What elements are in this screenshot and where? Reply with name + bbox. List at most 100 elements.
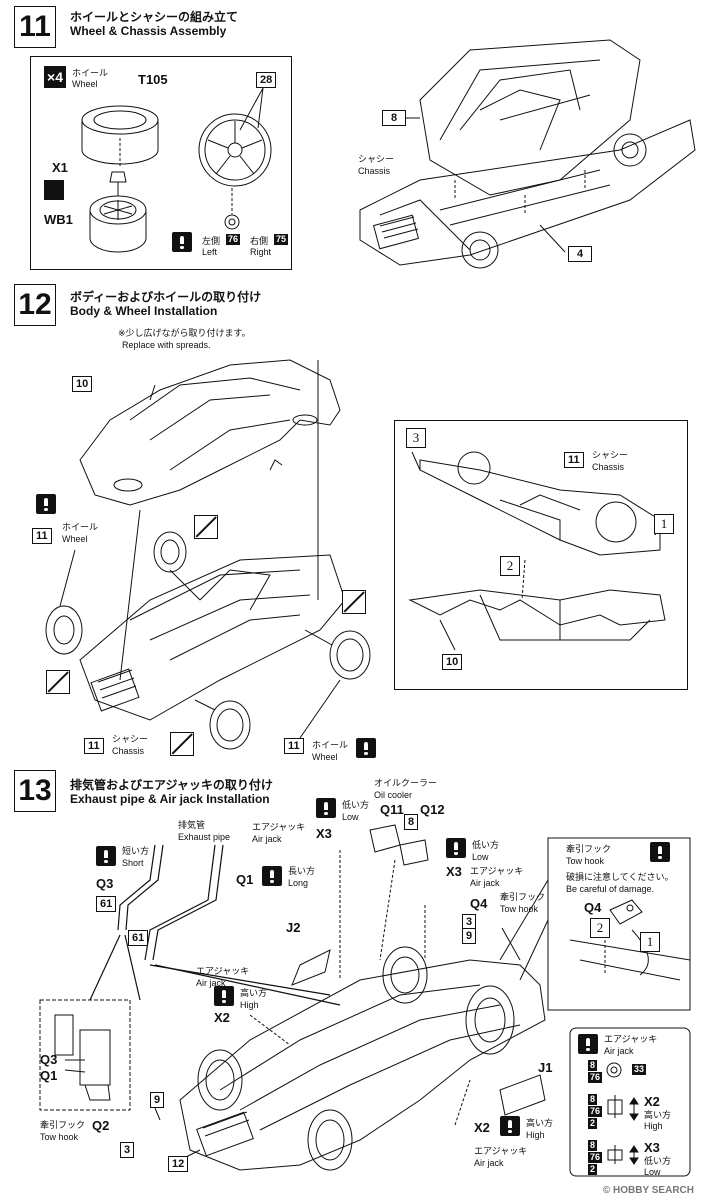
step-number-11: 11	[14, 6, 56, 48]
low-label-jp-1: 低い方	[342, 800, 370, 810]
part-q1: Q1	[236, 872, 254, 887]
wheel-label-jp: ホイール	[72, 68, 109, 78]
towhook-label-en-2: Tow hook	[40, 1132, 79, 1142]
legend-tag-76-a: 76	[588, 1072, 603, 1083]
oilcooler-label-en: Oil cooler	[374, 790, 413, 800]
step-marker-3: 3	[406, 428, 426, 448]
towhook-label-en: Tow hook	[500, 904, 539, 914]
part-q1-inset: Q1	[40, 1068, 58, 1083]
inset-marker-1: 1	[640, 932, 660, 952]
paint-icon-short	[96, 846, 116, 866]
legend-high-en: High	[644, 1121, 663, 1131]
chassis-label-jp-12: シャシー	[112, 734, 149, 744]
spread-note-en: Replace with spreads.	[122, 340, 211, 350]
part-q3-inset: Q3	[40, 1052, 58, 1067]
inset-marker-2: 2	[590, 918, 610, 938]
part-q4-inset: Q4	[584, 900, 602, 915]
low-label-en-2: Low	[472, 852, 489, 862]
legend-airjack-jp: エアジャッキ	[604, 1034, 658, 1044]
towhook-label-jp-2: 牽引フック	[40, 1120, 86, 1130]
part-q12: Q12	[420, 802, 445, 817]
paint-icon-airjack	[578, 1034, 598, 1054]
body-inset-box	[394, 420, 688, 690]
part-q11: Q11	[380, 802, 404, 817]
wheel-label-jp-12: ホイール	[62, 522, 99, 532]
legend-tag-76-c: 76	[588, 1152, 603, 1163]
tag-11-wheel-left: 11	[32, 528, 52, 544]
airjack-label-en-1: Air jack	[252, 834, 282, 844]
wheel-label-en-12b: Wheel	[312, 752, 338, 762]
paint-icon-high-1	[214, 986, 234, 1006]
part-x1: X1	[52, 160, 68, 175]
step-12-title-en: Body & Wheel Installation	[70, 304, 218, 318]
step-13-title-jp: 排気管およびエアジャッキの取り付け	[70, 778, 273, 792]
tag-9-q4: 9	[462, 928, 477, 944]
tag-28: 28	[256, 72, 277, 88]
inset-tag-10: 10	[442, 654, 463, 670]
damage-warning-jp: 破損に注意してください。	[566, 872, 674, 882]
legend-tag-76-b: 76	[588, 1106, 603, 1117]
wheel-subassembly-box	[30, 56, 292, 270]
legend-low-en: Low	[644, 1167, 661, 1177]
wheel-label-en: Wheel	[72, 79, 98, 89]
legend-x3: X3	[644, 1140, 660, 1155]
low-label-en-1: Low	[342, 812, 359, 822]
no-glue-icon-1	[194, 515, 218, 539]
short-label-en: Short	[122, 858, 144, 868]
tag-12: 12	[168, 1156, 189, 1172]
inset-chassis-en: Chassis	[592, 462, 625, 472]
part-q3: Q3	[96, 876, 114, 891]
chassis-label-jp: シャシー	[358, 154, 395, 164]
paint-icon-long	[262, 866, 282, 886]
legend-tag-8-a: 8	[588, 1060, 598, 1071]
part-j1: J1	[538, 1060, 553, 1075]
high-label-jp-1: 高い方	[240, 988, 268, 998]
step-number-12: 12	[14, 284, 56, 326]
left-label-en: Left	[202, 247, 218, 257]
left-label-jp: 左側	[202, 236, 221, 246]
step-marker-2: 2	[500, 556, 520, 576]
part-x2-1: X2	[214, 1010, 230, 1025]
part-x3-1: X3	[316, 826, 332, 841]
legend-tag-8-c: 8	[588, 1140, 598, 1151]
airjack-label-jp-1: エアジャッキ	[252, 822, 306, 832]
chassis-label-en: Chassis	[358, 166, 391, 176]
legend-airjack-en: Air jack	[604, 1046, 634, 1056]
airjack-label-jp-2: エアジャッキ	[470, 866, 524, 876]
watermark: © HOBBY SEARCH	[602, 1185, 694, 1196]
inset-towhook-en: Tow hook	[566, 856, 605, 866]
part-q2: Q2	[92, 1118, 110, 1133]
tag-11-chassis: 11	[84, 738, 104, 754]
airjack-label-en-2: Air jack	[470, 878, 500, 888]
tag-11-wheel-right: 11	[284, 738, 304, 754]
legend-tag-2-c: 2	[588, 1164, 598, 1175]
low-label-jp-2: 低い方	[472, 840, 500, 850]
part-x2-2: X2	[474, 1120, 490, 1135]
legend-high-jp: 高い方	[644, 1110, 672, 1120]
airjack-label-jp-3: エアジャッキ	[196, 966, 250, 976]
paint-icon-towhook	[650, 842, 670, 862]
tag-8: 8	[382, 110, 406, 126]
paint-icon-high-2	[500, 1116, 520, 1136]
high-label-en-2: High	[526, 1130, 545, 1140]
tag-9-q2: 9	[150, 1092, 165, 1108]
damage-warning-en: Be careful of damage.	[566, 884, 655, 894]
towhook-label-jp: 牽引フック	[500, 892, 546, 902]
paint-icon	[172, 232, 192, 252]
long-label-en: Long	[288, 878, 309, 888]
no-glue-icon-4	[170, 732, 194, 756]
right-label-en: Right	[250, 247, 272, 257]
tag-3-q2: 3	[120, 1142, 135, 1158]
wheel-label-en-12: Wheel	[62, 534, 88, 544]
step-11-title-en: Wheel & Chassis Assembly	[70, 24, 227, 38]
legend-tag-33: 33	[632, 1064, 647, 1075]
tag-61-b: 61	[128, 930, 149, 946]
legend-tag-8-b: 8	[588, 1094, 598, 1105]
airjack-label-en-3: Air jack	[196, 978, 226, 988]
exhaust-label-jp: 排気管	[178, 820, 206, 830]
paint-icon-low-2	[446, 838, 466, 858]
spread-note-jp: ※少し広げながら取り付けます。	[118, 328, 251, 338]
chassis-label-en-12: Chassis	[112, 746, 145, 756]
right-paint-code: 75	[274, 234, 289, 245]
